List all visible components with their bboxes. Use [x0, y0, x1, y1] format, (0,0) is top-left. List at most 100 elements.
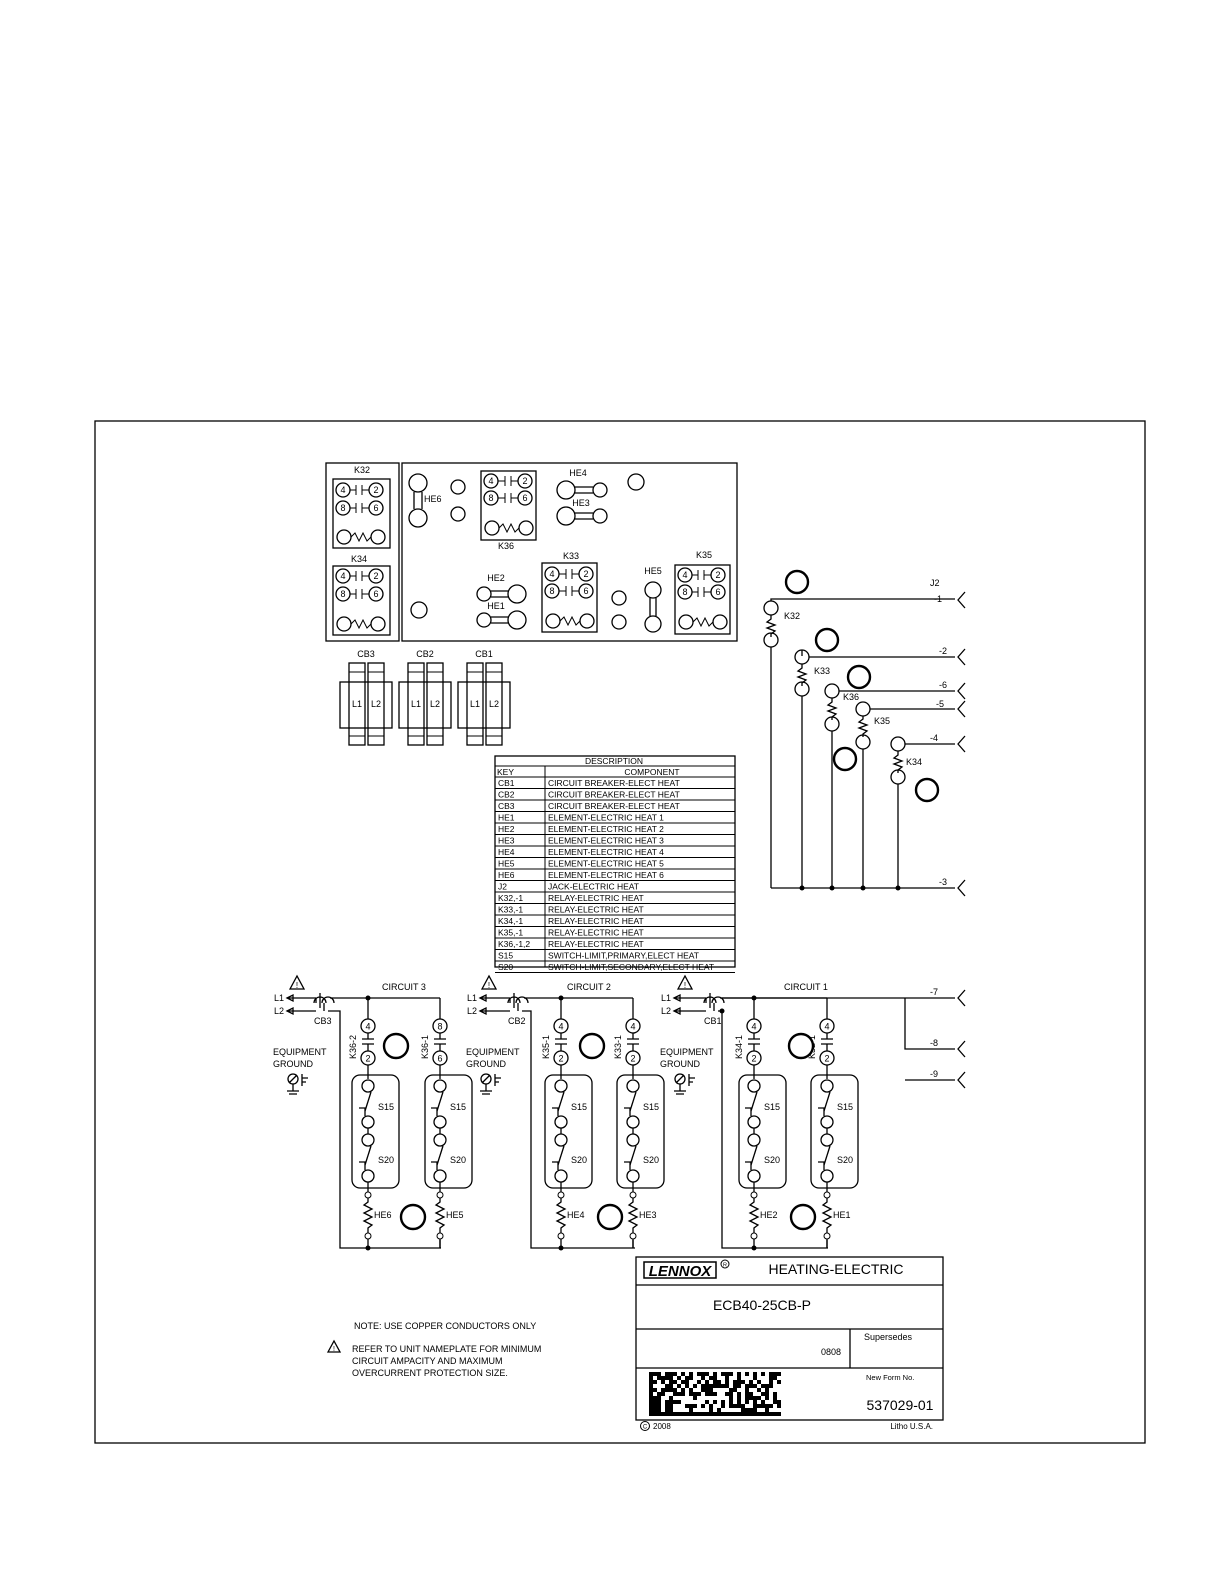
- table-row-key: K36,-1,2: [498, 939, 530, 949]
- element-he6-label: HE6: [424, 494, 442, 504]
- relay-contact-pin: 4: [751, 1022, 756, 1032]
- copyright-year: 2008: [653, 1422, 671, 1431]
- svg-text:L1: L1: [352, 699, 362, 709]
- svg-text:-9: -9: [930, 1069, 938, 1079]
- svg-text:4: 4: [340, 485, 345, 495]
- line-l1-label: L1: [274, 993, 284, 1003]
- relay-k35: K35 4 2 8 6: [674, 550, 731, 635]
- limit-switch-s20-label: S20: [764, 1155, 780, 1165]
- svg-text:LENNOX: LENNOX: [649, 1263, 713, 1280]
- table-row-component: RELAY-ELECTRIC HEAT: [548, 893, 644, 903]
- svg-text:L2: L2: [371, 699, 381, 709]
- litho-label: Litho U.S.A.: [890, 1422, 933, 1431]
- table-header-key: KEY: [497, 767, 514, 777]
- table-row-component: CIRCUIT BREAKER-ELECT HEAT: [548, 801, 680, 811]
- svg-text:R: R: [723, 1263, 727, 1269]
- table-row-key: K32,-1: [498, 893, 523, 903]
- breaker-cb2: CB2 L1 L2: [398, 649, 452, 746]
- relay-k33: K33 4 2 8 6: [541, 551, 598, 633]
- table-row-component: ELEMENT-ELECTRIC HEAT 6: [548, 870, 664, 880]
- table-title: DESCRIPTION: [585, 756, 643, 766]
- svg-text:K33: K33: [814, 666, 830, 676]
- limit-switch-s20-label: S20: [450, 1155, 466, 1165]
- limit-switch-s20-label: S20: [378, 1155, 394, 1165]
- heater-element-label: HE5: [446, 1210, 464, 1220]
- warning-icon: !: [296, 981, 298, 990]
- svg-text:-7: -7: [930, 987, 938, 997]
- note-copper: NOTE: USE COPPER CONDUCTORS ONLY: [354, 1321, 536, 1331]
- breaker-label: CB2: [508, 1016, 526, 1026]
- note-refer-2: CIRCUIT AMPACITY AND MAXIMUM: [352, 1356, 503, 1366]
- svg-text:-1: -1: [934, 594, 942, 604]
- equipment-ground-label: EQUIPMENT: [660, 1047, 714, 1057]
- table-row-key: HE3: [498, 836, 515, 846]
- svg-text:K36: K36: [843, 692, 859, 702]
- relay-contact-pin: 4: [824, 1022, 829, 1032]
- limit-switch-s20-label: S20: [571, 1155, 587, 1165]
- heater-element-label: HE6: [374, 1210, 392, 1220]
- equipment-ground-label-2: GROUND: [660, 1059, 700, 1069]
- table-row-component: ELEMENT-ELECTRIC HEAT 3: [548, 836, 664, 846]
- limit-switch-s15-label: S15: [643, 1102, 659, 1112]
- line-l2-label: L2: [274, 1006, 284, 1016]
- svg-text:8: 8: [682, 587, 687, 597]
- heater-element-label: HE1: [833, 1210, 851, 1220]
- element-he2-label: HE2: [487, 573, 505, 583]
- jack-j2-label: J2: [930, 578, 940, 588]
- table-row-key: CB1: [498, 778, 515, 788]
- element-he5-label: HE5: [644, 566, 662, 576]
- svg-text:4: 4: [340, 571, 345, 581]
- svg-text:K34: K34: [906, 757, 922, 767]
- svg-text:2: 2: [715, 570, 720, 580]
- table-header-component: COMPONENT: [624, 767, 679, 777]
- element-he1-terminals: HE1: [476, 601, 527, 630]
- svg-text:4: 4: [549, 569, 554, 579]
- circuit-label: CIRCUIT 2: [567, 982, 611, 992]
- svg-text:2: 2: [373, 485, 378, 495]
- svg-text:8: 8: [340, 503, 345, 513]
- svg-text:8: 8: [549, 586, 554, 596]
- svg-text:L1: L1: [470, 699, 480, 709]
- relay-k35-label: K35: [696, 550, 712, 560]
- relay-contact-label: K36-1: [420, 1035, 430, 1059]
- table-row-component: ELEMENT-ELECTRIC HEAT 1: [548, 813, 664, 823]
- relay-k36-label: K36: [498, 541, 514, 551]
- relay-contact-label: K36-2: [348, 1035, 358, 1059]
- table-row-key: K35,-1: [498, 928, 523, 938]
- svg-text:-5: -5: [936, 699, 944, 709]
- breaker-label: CB3: [314, 1016, 332, 1026]
- relay-contact-label: K34-1: [734, 1035, 744, 1059]
- relay-contact-label: K33-1: [613, 1035, 623, 1059]
- table-row-key: CB3: [498, 801, 515, 811]
- breaker-cb1: CB1 L1 L2: [457, 649, 511, 746]
- svg-text:K32: K32: [784, 611, 800, 621]
- element-he5-terminals: HE5: [644, 566, 662, 633]
- svg-text:-2: -2: [939, 646, 947, 656]
- table-row-component: CIRCUIT BREAKER-ELECT HEAT: [548, 778, 680, 788]
- equipment-ground-label-2: GROUND: [466, 1059, 506, 1069]
- table-row-component: CIRCUIT BREAKER-ELECT HEAT: [548, 790, 680, 800]
- diagram-frame: [94, 420, 1146, 1444]
- relay-k34-label: K34: [351, 554, 367, 564]
- limit-switch-s15-label: S15: [450, 1102, 466, 1112]
- element-he3-label: HE3: [572, 498, 590, 508]
- svg-text:2: 2: [583, 569, 588, 579]
- circuit-label: CIRCUIT 3: [382, 982, 426, 992]
- jack-j2-power-pins: -7 -8 -9: [722, 987, 966, 1089]
- relay-contact-pin: 2: [365, 1054, 370, 1064]
- limit-switch-s15-label: S15: [764, 1102, 780, 1112]
- line-l2-label: L2: [661, 1006, 671, 1016]
- svg-text:-3: -3: [939, 877, 947, 887]
- table-row-key: HE1: [498, 813, 515, 823]
- svg-text:6: 6: [583, 586, 588, 596]
- table-row-key: J2: [498, 882, 507, 892]
- svg-text:L2: L2: [489, 699, 499, 709]
- heater-element-label: HE3: [639, 1210, 657, 1220]
- element-he4-terminals: HE4: [556, 468, 608, 500]
- element-he4-label: HE4: [569, 468, 587, 478]
- component-layout: K32 4 2 8 6 K34 4 2 8 6: [325, 462, 738, 746]
